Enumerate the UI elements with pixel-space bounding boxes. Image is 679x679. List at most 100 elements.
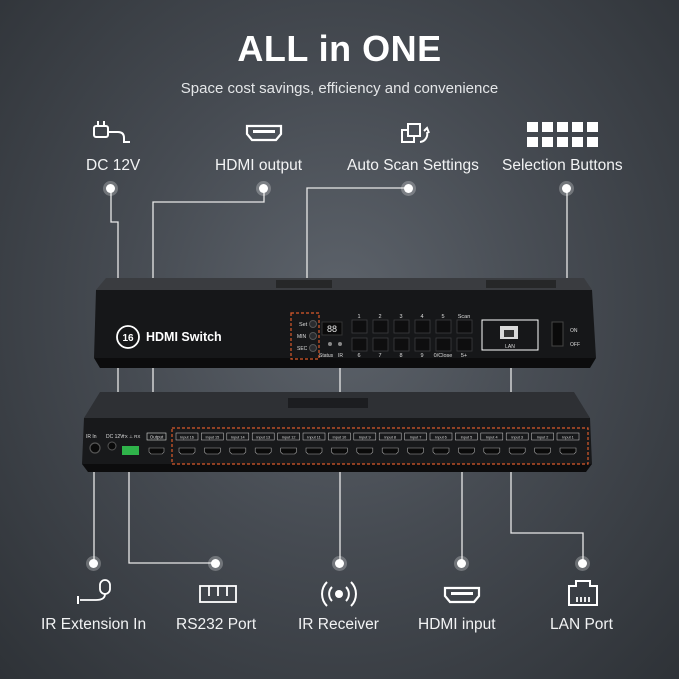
button-label-1: 1 bbox=[357, 314, 360, 320]
callout-dot bbox=[259, 184, 268, 193]
status-label: Status bbox=[319, 353, 334, 359]
callout-dot bbox=[457, 559, 466, 568]
callout-dot bbox=[335, 559, 344, 568]
hdmi-input-port bbox=[483, 447, 501, 455]
brand-badge: 16 bbox=[122, 333, 134, 344]
feature-label-dc: DC 12V bbox=[86, 157, 141, 174]
button-label-plus: 5+ bbox=[461, 353, 467, 359]
hdmi-input-port bbox=[229, 447, 247, 455]
ir-label: IR bbox=[338, 353, 343, 359]
product-name: HDMI Switch bbox=[146, 330, 222, 344]
rs232-port-icon bbox=[198, 582, 238, 609]
auto-scan-icon bbox=[400, 118, 430, 153]
hdmi-port-icon bbox=[244, 122, 284, 149]
hdmi-input-port bbox=[305, 447, 323, 455]
lan-label: LAN bbox=[505, 344, 515, 350]
page-title: ALL in ONE bbox=[237, 28, 442, 69]
input-label-frame bbox=[404, 432, 427, 441]
input-label-frame bbox=[531, 432, 554, 441]
rear-output-label: Output bbox=[150, 435, 164, 440]
segment-display: 88 bbox=[327, 324, 337, 334]
hdmi-input-port bbox=[432, 447, 450, 455]
hdmi-input-port bbox=[356, 447, 374, 455]
input-label: Input 5 bbox=[461, 435, 473, 439]
input-label: Input 12 bbox=[282, 435, 296, 439]
input-label-frame bbox=[455, 432, 478, 441]
input-label: Input 8 bbox=[384, 435, 396, 439]
rear-dc-label: DC 12V bbox=[106, 434, 124, 440]
input-label: Input 1 bbox=[562, 435, 574, 439]
button-label-9: 9 bbox=[420, 353, 423, 359]
feature-label-selection-buttons: Selection Buttons bbox=[502, 157, 623, 174]
rear-ir-label: IR In bbox=[86, 434, 97, 440]
input-label: Input 16 bbox=[180, 435, 194, 439]
feature-label-hdmi-output: HDMI output bbox=[215, 157, 303, 174]
hdmi-input-port bbox=[381, 447, 399, 455]
callout-dot bbox=[562, 184, 571, 193]
button-label-close: 0/Close bbox=[434, 353, 453, 359]
hdmi-input-port bbox=[254, 447, 272, 455]
button-label-2: 2 bbox=[378, 314, 381, 320]
input-label-frame bbox=[226, 432, 250, 441]
hdmi-input-port bbox=[407, 447, 424, 455]
feature-label-rs232: RS232 Port bbox=[176, 616, 257, 633]
rear-panel-device: IR In DC 12V TX ⊥ RX Output Input 16 Inpu… bbox=[82, 392, 592, 472]
hdmi-input-port bbox=[508, 447, 526, 455]
on-label: ON bbox=[570, 328, 578, 334]
front-panel-device: 16 HDMI Switch Set MIN SEC 88 Status IR … bbox=[94, 278, 596, 368]
input-label: Input 2 bbox=[537, 435, 549, 439]
button-label-3: 3 bbox=[399, 314, 402, 320]
callout-dot bbox=[578, 559, 587, 568]
input-label-frame bbox=[429, 432, 453, 441]
power-adapter-icon bbox=[90, 120, 134, 151]
input-label-frame bbox=[480, 432, 504, 441]
input-label-frame bbox=[378, 432, 402, 441]
hdmi-input-port bbox=[178, 447, 196, 455]
feature-label-ir-extension: IR Extension In bbox=[41, 616, 147, 633]
button-label-scan: Scan bbox=[458, 314, 471, 320]
sec-label: SEC bbox=[297, 346, 308, 352]
feature-label-ir-receiver: IR Receiver bbox=[298, 616, 379, 633]
ir-extension-icon bbox=[76, 578, 120, 611]
callout-dot bbox=[211, 559, 220, 568]
button-label-7: 7 bbox=[378, 353, 381, 359]
feature-label-lan: LAN Port bbox=[550, 616, 613, 633]
input-label: Input 9 bbox=[359, 435, 371, 439]
input-label: Input 3 bbox=[511, 435, 523, 439]
input-label-frame bbox=[302, 432, 326, 441]
ir-receiver-icon bbox=[320, 577, 358, 616]
feature-label-hdmi-input: HDMI input bbox=[418, 616, 496, 633]
button-grid-icon bbox=[527, 122, 609, 153]
input-label-frame bbox=[277, 432, 300, 441]
feature-label-auto-scan: Auto Scan Settings bbox=[347, 157, 479, 174]
input-label-frame bbox=[251, 432, 275, 441]
input-label-frame bbox=[175, 432, 199, 441]
input-label: Input 15 bbox=[206, 435, 220, 439]
input-label-frame bbox=[353, 432, 377, 441]
hdmi-input-port bbox=[458, 447, 475, 455]
button-label-6: 6 bbox=[357, 353, 360, 359]
hdmi-input-port bbox=[280, 447, 297, 455]
input-label: Input 11 bbox=[307, 435, 320, 439]
input-label: Input 6 bbox=[435, 435, 447, 439]
input-label: Input 10 bbox=[333, 435, 347, 439]
hdmi-input-port bbox=[204, 447, 221, 455]
input-label-frame bbox=[201, 432, 224, 441]
hdmi-input-port bbox=[534, 447, 551, 455]
page-subtitle: Space cost savings, efficiency and conve… bbox=[180, 80, 499, 97]
rear-rs232-label: TX ⊥ RX bbox=[122, 434, 140, 439]
hdmi-input-port bbox=[559, 447, 577, 455]
input-label-frame bbox=[556, 432, 580, 441]
hdmi-input-port bbox=[331, 447, 348, 455]
callout-dot bbox=[89, 559, 98, 568]
callout-dot bbox=[404, 184, 413, 193]
min-label: MIN bbox=[297, 334, 307, 340]
button-label-4: 4 bbox=[420, 314, 423, 320]
lan-port-icon bbox=[566, 578, 600, 613]
input-label: Input 7 bbox=[410, 435, 422, 439]
input-label-frame bbox=[328, 432, 351, 441]
hdmi-port-icon bbox=[442, 584, 482, 611]
set-label: Set bbox=[299, 322, 308, 328]
callout-dot bbox=[106, 184, 115, 193]
